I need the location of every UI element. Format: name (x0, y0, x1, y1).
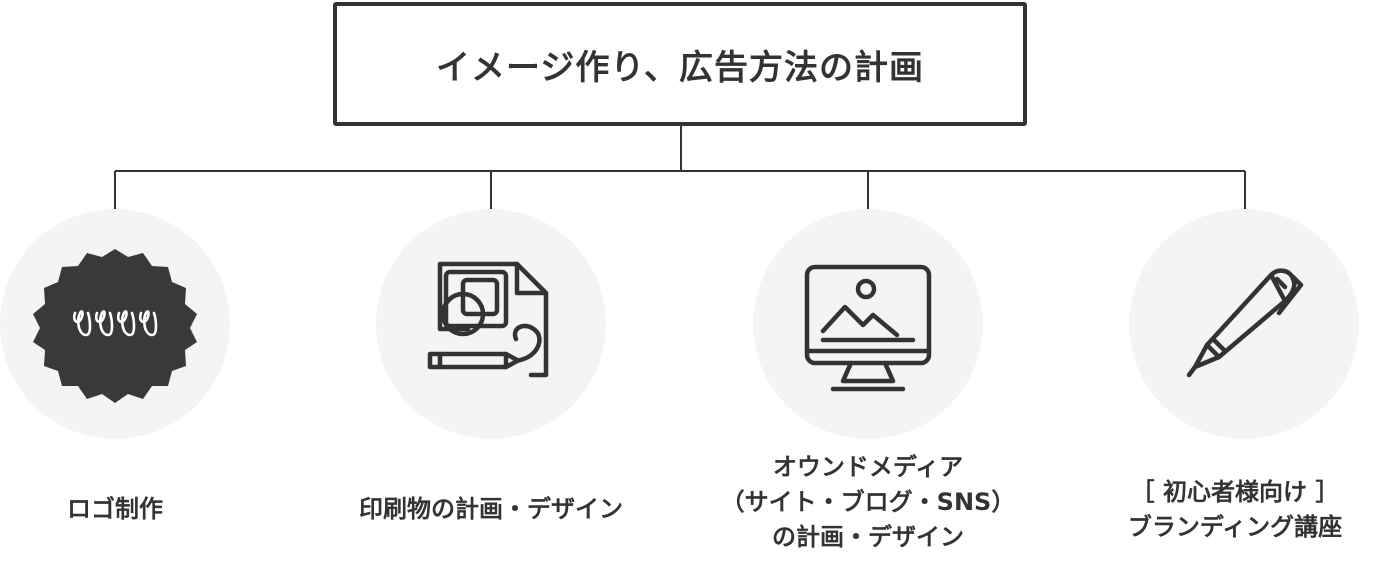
label-line: ロゴ制作 (67, 495, 163, 523)
label-line: 印刷物の計画・デザイン (359, 495, 623, 523)
child-node-circle-logo (0, 209, 230, 439)
child-node-label-logo: ロゴ制作 (0, 492, 230, 527)
label-line: （サイト・ブログ・SNS） (720, 488, 1016, 516)
root-node-box: イメージ作り、広告方法の計画 (333, 2, 1027, 126)
print-document-design-icon (427, 261, 549, 378)
logo-badge-icon (33, 249, 197, 403)
label-line: ブランディング講座 (1127, 513, 1343, 541)
child-node-label-print: 印刷物の計画・デザイン (316, 492, 666, 527)
label-line: ［ 初心者様向け ］ (1130, 478, 1340, 506)
child-node-circle-print (376, 209, 606, 439)
child-node-circle-media (753, 209, 983, 439)
child-node-circle-branding (1129, 209, 1359, 439)
tree-connectors (114, 126, 1246, 209)
monitor-image-icon (804, 264, 932, 392)
child-node-label-branding: ［ 初心者様向け ］ ブランディング講座 (1094, 475, 1376, 545)
root-node-title: イメージ作り、広告方法の計画 (436, 47, 924, 88)
pen-icon (1186, 268, 1304, 378)
child-node-label-media: オウンドメディア （サイト・ブログ・SNS） の計画・デザイン (688, 450, 1048, 555)
label-line: オウンドメディア (772, 453, 964, 481)
label-line: の計画・デザイン (772, 523, 964, 551)
